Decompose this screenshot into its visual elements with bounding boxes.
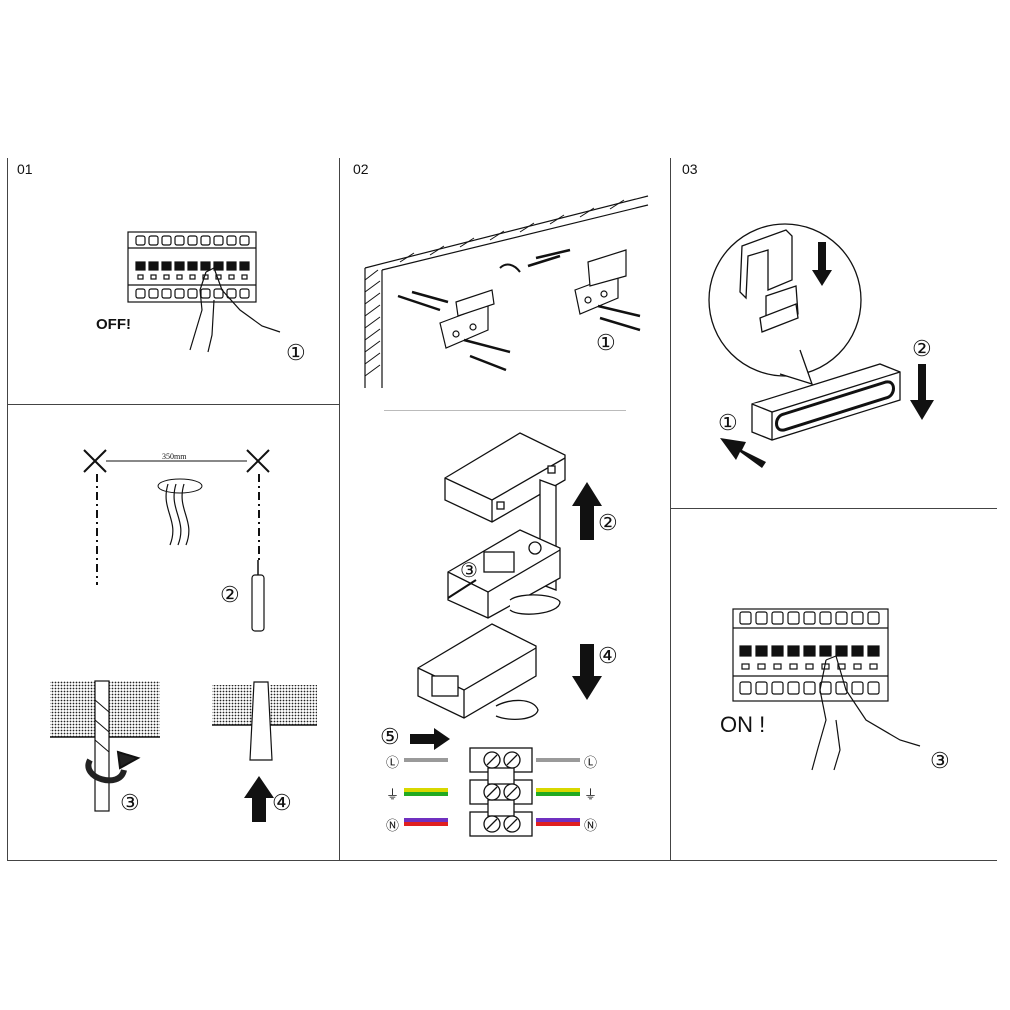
grid-bottom-border (7, 860, 997, 861)
step-2-badge-p03: ② (912, 336, 932, 361)
terminal-symbol-left-n: Ⓝ (386, 818, 400, 833)
grid-left-border (7, 158, 8, 860)
step-2-badge-p02: ② (598, 510, 618, 535)
panel-label-02: 02 (353, 161, 369, 177)
distance-label: 350mm (162, 452, 187, 461)
panel-label-03: 03 (682, 161, 698, 177)
terminal-symbol-right-n: Ⓝ (584, 818, 598, 833)
step-3-badge-p02: ③ (460, 560, 478, 582)
step-2-badge-drill: ② (220, 582, 240, 607)
step-3-badge-drill: ③ (120, 790, 140, 815)
grid-divider-left (7, 404, 339, 405)
step-1-badge-p01: ① (286, 340, 306, 365)
off-text: OFF! (96, 316, 131, 333)
step-3-badge-p03: ③ (930, 748, 950, 773)
grid-divider-1 (339, 158, 340, 860)
middle-separator (384, 410, 626, 411)
terminal-symbol-left-e: ⏚ (386, 787, 400, 802)
terminal-symbol-left-l: Ⓛ (386, 755, 400, 770)
step-5-badge-p02: ⑤ (380, 724, 400, 749)
grid-divider-right (670, 508, 997, 509)
step-1-badge-p02: ① (596, 330, 616, 355)
step-4-badge-p02: ④ (598, 643, 618, 668)
panel-label-01: 01 (17, 161, 33, 177)
step-4-badge-drill: ④ (272, 790, 292, 815)
on-text: ON ! (720, 712, 766, 737)
terminal-symbol-right-l: Ⓛ (584, 755, 598, 770)
grid-divider-2 (670, 158, 671, 860)
step-1-badge-p03: ① (718, 410, 738, 435)
terminal-symbol-right-e: ⏚ (584, 787, 598, 802)
